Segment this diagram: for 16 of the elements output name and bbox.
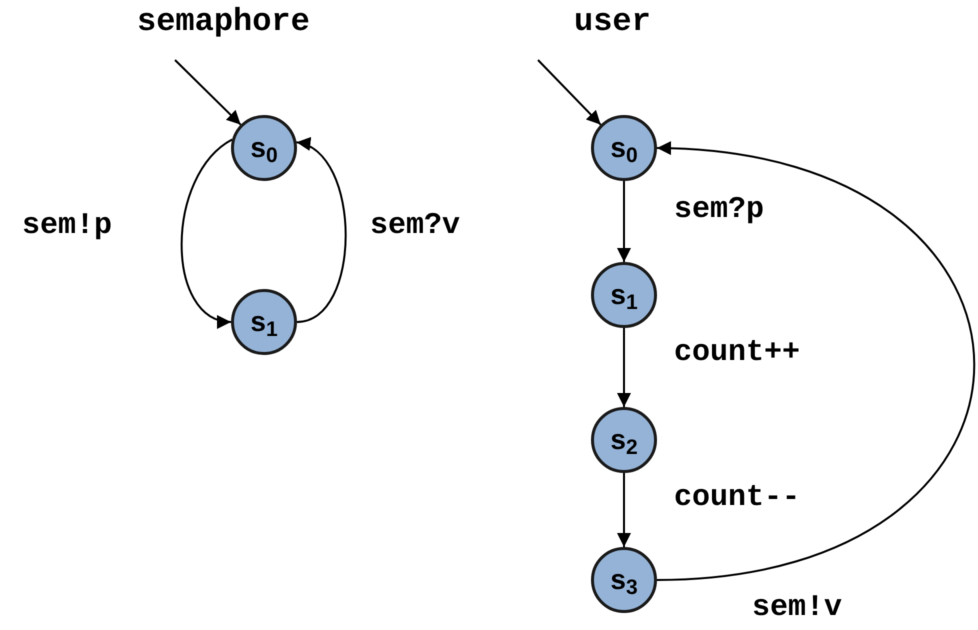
- arrow: [180, 138, 233, 326]
- state-label: s$_{1}$: [610, 281, 638, 309]
- state-label: s$_{0}$: [610, 134, 638, 162]
- arrow: [617, 328, 631, 407]
- automaton-name: semaphore: [137, 2, 310, 42]
- arrow: [174, 59, 242, 126]
- automaton-name: user: [574, 2, 651, 42]
- state-label: s$_{2}$: [610, 426, 638, 454]
- arrow: [617, 181, 631, 262]
- state-label: s$_{3}$: [610, 566, 638, 594]
- arrow: [296, 140, 347, 323]
- arrow: [537, 59, 602, 126]
- arrow: [656, 142, 975, 581]
- state-label: s$_{1}$: [250, 308, 278, 336]
- arrow: [617, 473, 631, 547]
- state-label: s$_{0}$: [250, 134, 278, 162]
